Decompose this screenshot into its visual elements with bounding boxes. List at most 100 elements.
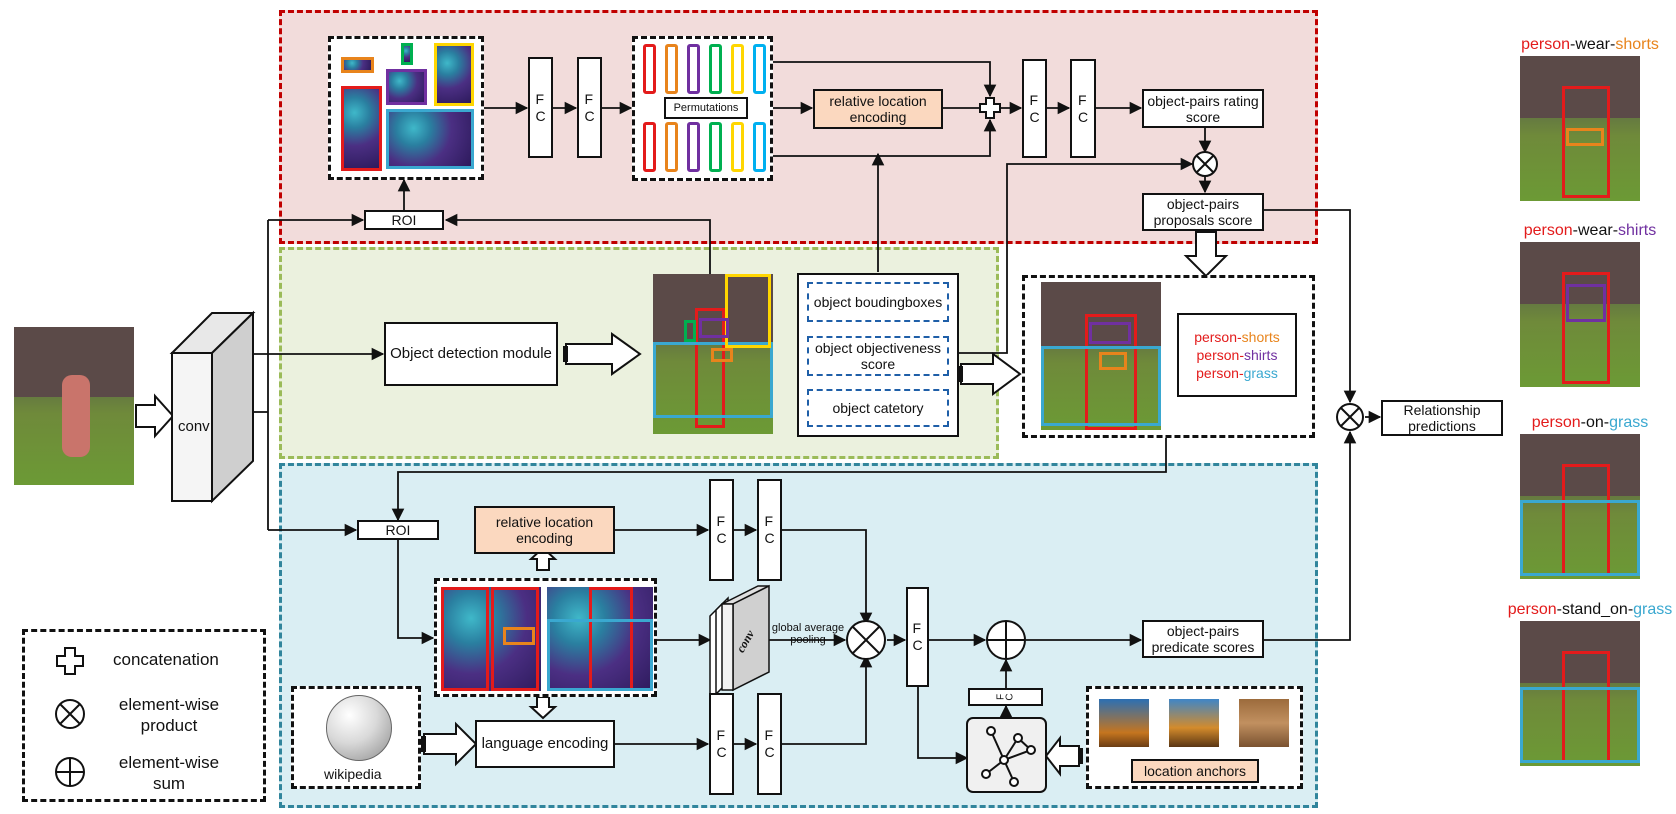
prediction-image: [1520, 242, 1640, 387]
fc-bottom-2: F C: [757, 479, 782, 581]
hollow-arrow-detection: [565, 332, 642, 376]
pair-item: person-shirts: [1196, 347, 1278, 363]
global-average-pooling-label: global average pooling: [771, 622, 845, 646]
prediction-image: [1520, 434, 1640, 579]
conv-label: conv: [178, 418, 210, 435]
prediction-sep1: -: [1572, 222, 1578, 239]
pair-item: person-shorts: [1194, 329, 1280, 345]
prediction-sep1: -: [1570, 36, 1576, 53]
detection-image: [653, 274, 773, 434]
object-category: object catetory: [807, 389, 949, 427]
permutation-bar: [643, 122, 656, 172]
permutation-bar: [687, 122, 700, 172]
pair-object: shirts: [1244, 347, 1278, 363]
permutation-bar: [665, 44, 678, 94]
language-encoding: language encoding: [475, 720, 615, 768]
prediction-object: shirts: [1618, 222, 1657, 239]
wikipedia-globe-icon: [326, 695, 392, 761]
relative-location-encoding-bottom: relative location encoding: [474, 506, 615, 554]
fc-top-2: F C: [577, 57, 602, 158]
permutations-block: Permutations: [632, 36, 773, 181]
proposal-result-block: person-shorts person-shirts person-grass: [1022, 275, 1315, 438]
pair-subject: person: [1196, 347, 1240, 363]
fc-bottom-1: F C: [709, 479, 734, 581]
hollow-arrow-proposals: [1183, 231, 1229, 278]
permutation-bar: [643, 44, 656, 94]
prediction-subject: person: [1523, 222, 1573, 239]
prediction-sep2: -: [1627, 601, 1634, 618]
object-pairs-rating-score: object-pairs rating score: [1142, 89, 1264, 128]
roi-crops-bottom: [434, 578, 657, 697]
legend: concatenation element-wise product eleme…: [22, 629, 266, 802]
concat-operator: [979, 97, 1001, 119]
permutation-bar: [687, 44, 700, 94]
prediction-sep2: -: [1612, 222, 1619, 239]
element-wise-sum-icon: [55, 757, 85, 787]
legend-sum: element-wise sum: [118, 753, 220, 793]
prediction-subject: person: [1521, 36, 1570, 53]
permutation-bar: [753, 122, 766, 172]
roi-crops-top: [328, 36, 484, 180]
fc-bottom-4: F C: [757, 693, 782, 795]
prediction-predicate: wear: [1578, 222, 1613, 239]
permutation-bar: [709, 44, 722, 94]
prediction-object: grass: [1609, 414, 1649, 431]
prediction-subject: person: [1507, 601, 1557, 618]
permutations-label: Permutations: [664, 97, 748, 119]
prediction-label: person-wear-shirts: [1505, 222, 1675, 240]
permutation-bar: [753, 44, 766, 94]
prediction-object: shorts: [1615, 36, 1659, 53]
object-pairs-predicate-scores: object-pairs predicate scores: [1142, 620, 1264, 658]
relationship-predictions: Relationship predictions: [1381, 400, 1503, 436]
permutation-bar: [731, 122, 744, 172]
prediction-sep1: -: [1556, 601, 1562, 618]
hollow-arrow-anchors: [1044, 735, 1080, 777]
object-detection-module: Object detection module: [384, 322, 558, 386]
fc-bottom-3: F C: [709, 693, 734, 795]
fc-top-1: F C: [528, 57, 553, 158]
prediction-object: grass: [1633, 601, 1673, 618]
fc-top-4: F C: [1070, 59, 1096, 158]
hollow-arrow-wiki: [423, 721, 478, 767]
concatenation-icon: [56, 647, 84, 675]
hollow-arrow-down-lang: [528, 696, 558, 720]
prediction-sep2: -: [1610, 36, 1616, 53]
pair-object: grass: [1243, 365, 1278, 381]
prediction-sep1: -: [1580, 414, 1586, 431]
permutation-bar: [731, 44, 744, 94]
object-pairs-proposals-score: object-pairs proposals score: [1142, 193, 1264, 231]
fc-small-rotated: F C: [968, 688, 1043, 706]
graph-icon: [966, 717, 1047, 793]
prediction-predicate: on: [1586, 414, 1604, 431]
pair-object: shorts: [1241, 329, 1280, 345]
wikipedia-block: wikipedia: [291, 686, 421, 789]
relative-location-encoding-top: relative location encoding: [813, 89, 943, 129]
pair-item: person-grass: [1196, 365, 1278, 381]
prediction-label: person-stand_on-grass: [1505, 601, 1675, 619]
object-boundingboxes: object boudingboxes: [807, 282, 949, 322]
roi-bottom: ROI: [357, 520, 439, 540]
conv-block-front: [171, 352, 213, 502]
legend-product: element-wise product: [118, 695, 220, 735]
prediction-label: person-on-grass: [1505, 414, 1675, 432]
pair-subject: person: [1194, 329, 1237, 345]
element-wise-product-icon: [55, 699, 85, 729]
wikipedia-label: wikipedia: [324, 766, 382, 782]
fc-middle: F C: [906, 587, 929, 687]
prediction-predicate: stand_on: [1561, 601, 1628, 618]
pair-subject: person: [1196, 365, 1239, 381]
prediction-predicate: wear: [1575, 36, 1611, 53]
permutation-bar: [665, 122, 678, 172]
roi-top: ROI: [364, 210, 444, 230]
location-anchors-block: location anchors: [1086, 686, 1303, 789]
hollow-arrow-category: [960, 352, 1022, 396]
pair-list: person-shorts person-shirts person-grass: [1177, 313, 1297, 397]
object-objectiveness-score: object objectiveness score: [807, 336, 949, 376]
hollow-arrow-input: [135, 393, 175, 439]
input-image: [14, 327, 134, 485]
prediction-label: person-wear-shorts: [1505, 36, 1675, 54]
fc-top-3: F C: [1022, 59, 1047, 158]
